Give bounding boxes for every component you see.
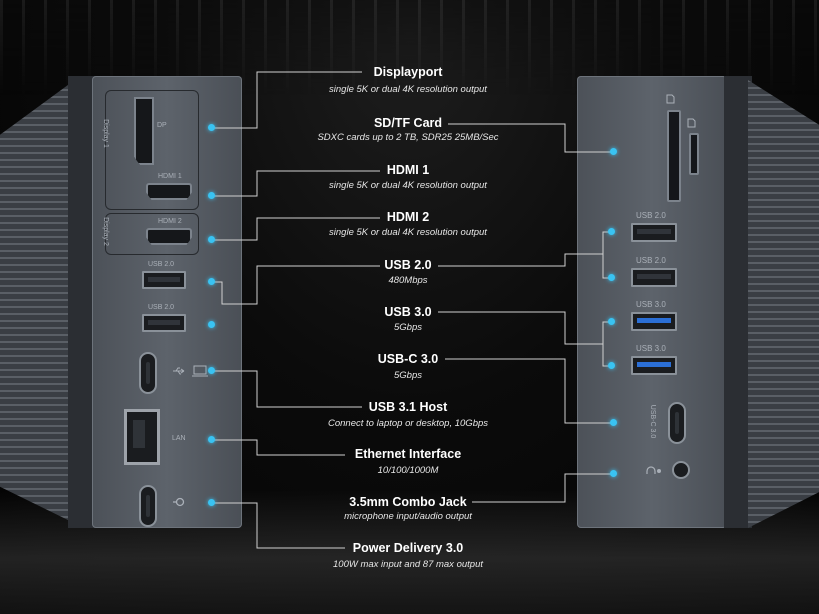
right-usb-label-1: USB 2.0 [636, 211, 666, 220]
right-usb-label-4: USB 3.0 [636, 344, 666, 353]
dot-hdmi1 [208, 192, 215, 199]
audio-jack-port [672, 461, 690, 479]
left-usb2-port-top [142, 271, 186, 289]
feature-sub-audio-jack: microphone input/audio output [344, 511, 472, 522]
feature-title-displayport: Displayport [373, 65, 443, 79]
feature-sub-usb-host: Connect to laptop or desktop, 10Gbps [327, 418, 489, 429]
dot-sd-card [610, 148, 617, 155]
dot-ethernet [208, 436, 215, 443]
feature-sub-sd-tf: SDXC cards up to 2 TB, SDR25 25MB/Sec [317, 132, 499, 143]
display2-group [105, 213, 199, 255]
feature-title-hdmi2: HDMI 2 [386, 210, 430, 224]
usb-bottom-label: USB 2.0 [148, 304, 175, 311]
display1-group [105, 90, 199, 210]
right-usb-c-port [668, 402, 686, 444]
left-usb2-port-bottom [142, 314, 186, 332]
left-hub-face [92, 76, 242, 528]
tf-card-slot [689, 133, 699, 175]
feature-title-usb2: USB 2.0 [384, 258, 432, 272]
left-hub-edge [68, 76, 96, 528]
hdmi1-label: HDMI 1 [158, 173, 182, 180]
feature-sub-power-delivery: 100W max input and 87 max output [333, 559, 483, 570]
dot-hdmi2 [208, 236, 215, 243]
feature-title-usb-c3: USB-C 3.0 [377, 352, 439, 366]
feature-title-power-delivery: Power Delivery 3.0 [352, 541, 464, 555]
dp-label: DP [157, 122, 167, 129]
feature-sub-hdmi2: single 5K or dual 4K resolution output [329, 227, 487, 238]
displayport-port [134, 97, 154, 165]
right-usb-label-3: USB 3.0 [636, 300, 666, 309]
dot-usb2-right-1 [608, 228, 615, 235]
sd-card-icon [666, 94, 675, 104]
feature-sub-usb2: 480Mbps [388, 275, 428, 286]
right-usb3-port-2 [631, 356, 677, 375]
hdmi2-label: HDMI 2 [158, 218, 182, 225]
laptop-icon [192, 365, 208, 377]
power-delivery-port [139, 485, 157, 527]
dot-audio-jack [610, 470, 617, 477]
usb-top-label: USB 2.0 [148, 261, 175, 268]
dot-usb2-left-bottom [208, 321, 215, 328]
left-hub-side-fins [0, 82, 72, 522]
feature-sub-hdmi1: single 5K or dual 4K resolution output [329, 180, 487, 191]
ethernet-port [124, 409, 160, 465]
feature-sub-ethernet: 10/100/1000M [377, 465, 439, 476]
dot-displayport [208, 124, 215, 131]
feature-title-sd-tf: SD/TF Card [373, 116, 443, 130]
dot-usb3-right-2 [608, 362, 615, 369]
feature-sub-usb3: 5Gbps [394, 322, 422, 333]
feature-title-usb-host: USB 3.1 Host [368, 400, 448, 414]
power-icon [173, 497, 185, 507]
dot-usb-host [208, 367, 215, 374]
dot-usb-c-right [610, 419, 617, 426]
tf-card-icon [687, 118, 696, 128]
feature-title-ethernet: Ethernet Interface [354, 447, 462, 461]
right-hub-face [577, 76, 727, 528]
right-usb2-port-1 [631, 223, 677, 242]
right-hub-edge [724, 76, 752, 528]
right-usb2-port-2 [631, 268, 677, 287]
hdmi2-port [146, 228, 192, 245]
right-usb3-port-1 [631, 312, 677, 331]
dot-usb2-left-top [208, 278, 215, 285]
hdmi1-port [146, 183, 192, 200]
dot-power-delivery [208, 499, 215, 506]
right-hub-side-fins [748, 80, 819, 528]
feature-sub-usb-c3: 5Gbps [394, 370, 422, 381]
feature-title-audio-jack: 3.5mm Combo Jack [349, 495, 467, 509]
feature-title-hdmi1: HDMI 1 [386, 163, 430, 177]
dot-usb2-right-2 [608, 274, 615, 281]
right-usb-label-2: USB 2.0 [636, 256, 666, 265]
sd-card-slot [667, 110, 681, 202]
feature-sub-displayport: single 5K or dual 4K resolution output [329, 84, 487, 95]
headset-icon [646, 466, 661, 474]
usb-icon [173, 367, 185, 375]
lan-label: LAN [172, 435, 186, 442]
dot-usb3-right-1 [608, 318, 615, 325]
feature-title-usb3: USB 3.0 [384, 305, 432, 319]
usb-c-host-port [139, 352, 157, 394]
